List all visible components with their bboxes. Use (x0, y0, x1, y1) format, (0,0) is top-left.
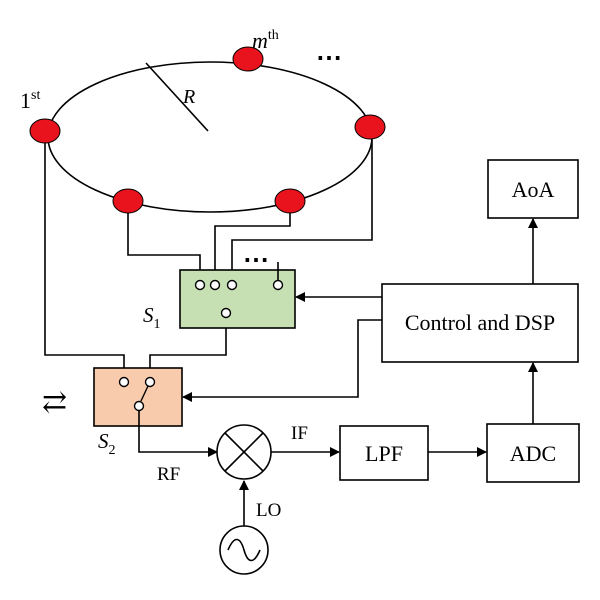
radius-label: R (182, 86, 195, 108)
antenna-east (354, 114, 386, 140)
lpf-block (339, 425, 429, 481)
array-ellipsis: ⋯ (316, 43, 342, 72)
if-label: IF (291, 423, 308, 444)
radius-line (145, 62, 209, 132)
mth-antenna-label: mth (252, 28, 279, 53)
s1-port-2 (209, 279, 221, 291)
s1-port-3 (226, 279, 238, 291)
adc-label: ADC (510, 441, 556, 466)
s2-switch-arm (140, 385, 149, 402)
mixer-cross-b (224, 432, 264, 472)
s2-label: S2 (98, 429, 116, 458)
adc-block (486, 423, 580, 483)
sine-wave-icon (227, 538, 261, 562)
s1-port-m (272, 279, 284, 291)
switch-s1 (179, 269, 296, 329)
wire-ant-right-to-s1 (214, 202, 291, 283)
control-dsp-label: Control and DSP (405, 310, 555, 335)
s1-ellipsis: ⋯ (243, 245, 269, 274)
rf-label: RF (157, 464, 180, 485)
s2-common-port (133, 400, 145, 412)
antenna-south-left (112, 188, 144, 214)
first-antenna-label: 1st (20, 88, 40, 113)
s1-common-port (220, 307, 232, 319)
antenna-array-ring (47, 61, 373, 213)
wire-s1-to-s2 (149, 313, 227, 378)
lo-label: LO (256, 500, 281, 521)
s1-port-1 (194, 279, 206, 291)
aoa-label: AoA (512, 177, 555, 202)
aoa-block (487, 159, 579, 219)
antenna-south-right (274, 188, 306, 214)
switch-s2 (93, 367, 183, 427)
control-dsp-block (381, 283, 579, 363)
wire-control-to-s2 (182, 319, 382, 402)
wire-first-to-s2 (44, 131, 125, 378)
s1-label: S1 (143, 303, 161, 332)
s2-toggle-arrows-icon: ⇄ (42, 386, 67, 419)
lpf-label: LPF (365, 441, 403, 466)
antenna-first (29, 118, 61, 144)
s2-port-b (144, 376, 156, 388)
wire-ant-left-to-s1 (127, 201, 201, 283)
wire-ant-east-to-s1 (231, 128, 373, 283)
wire-rf (138, 411, 218, 457)
antenna-mth (232, 46, 264, 72)
s2-port-a (118, 376, 130, 388)
